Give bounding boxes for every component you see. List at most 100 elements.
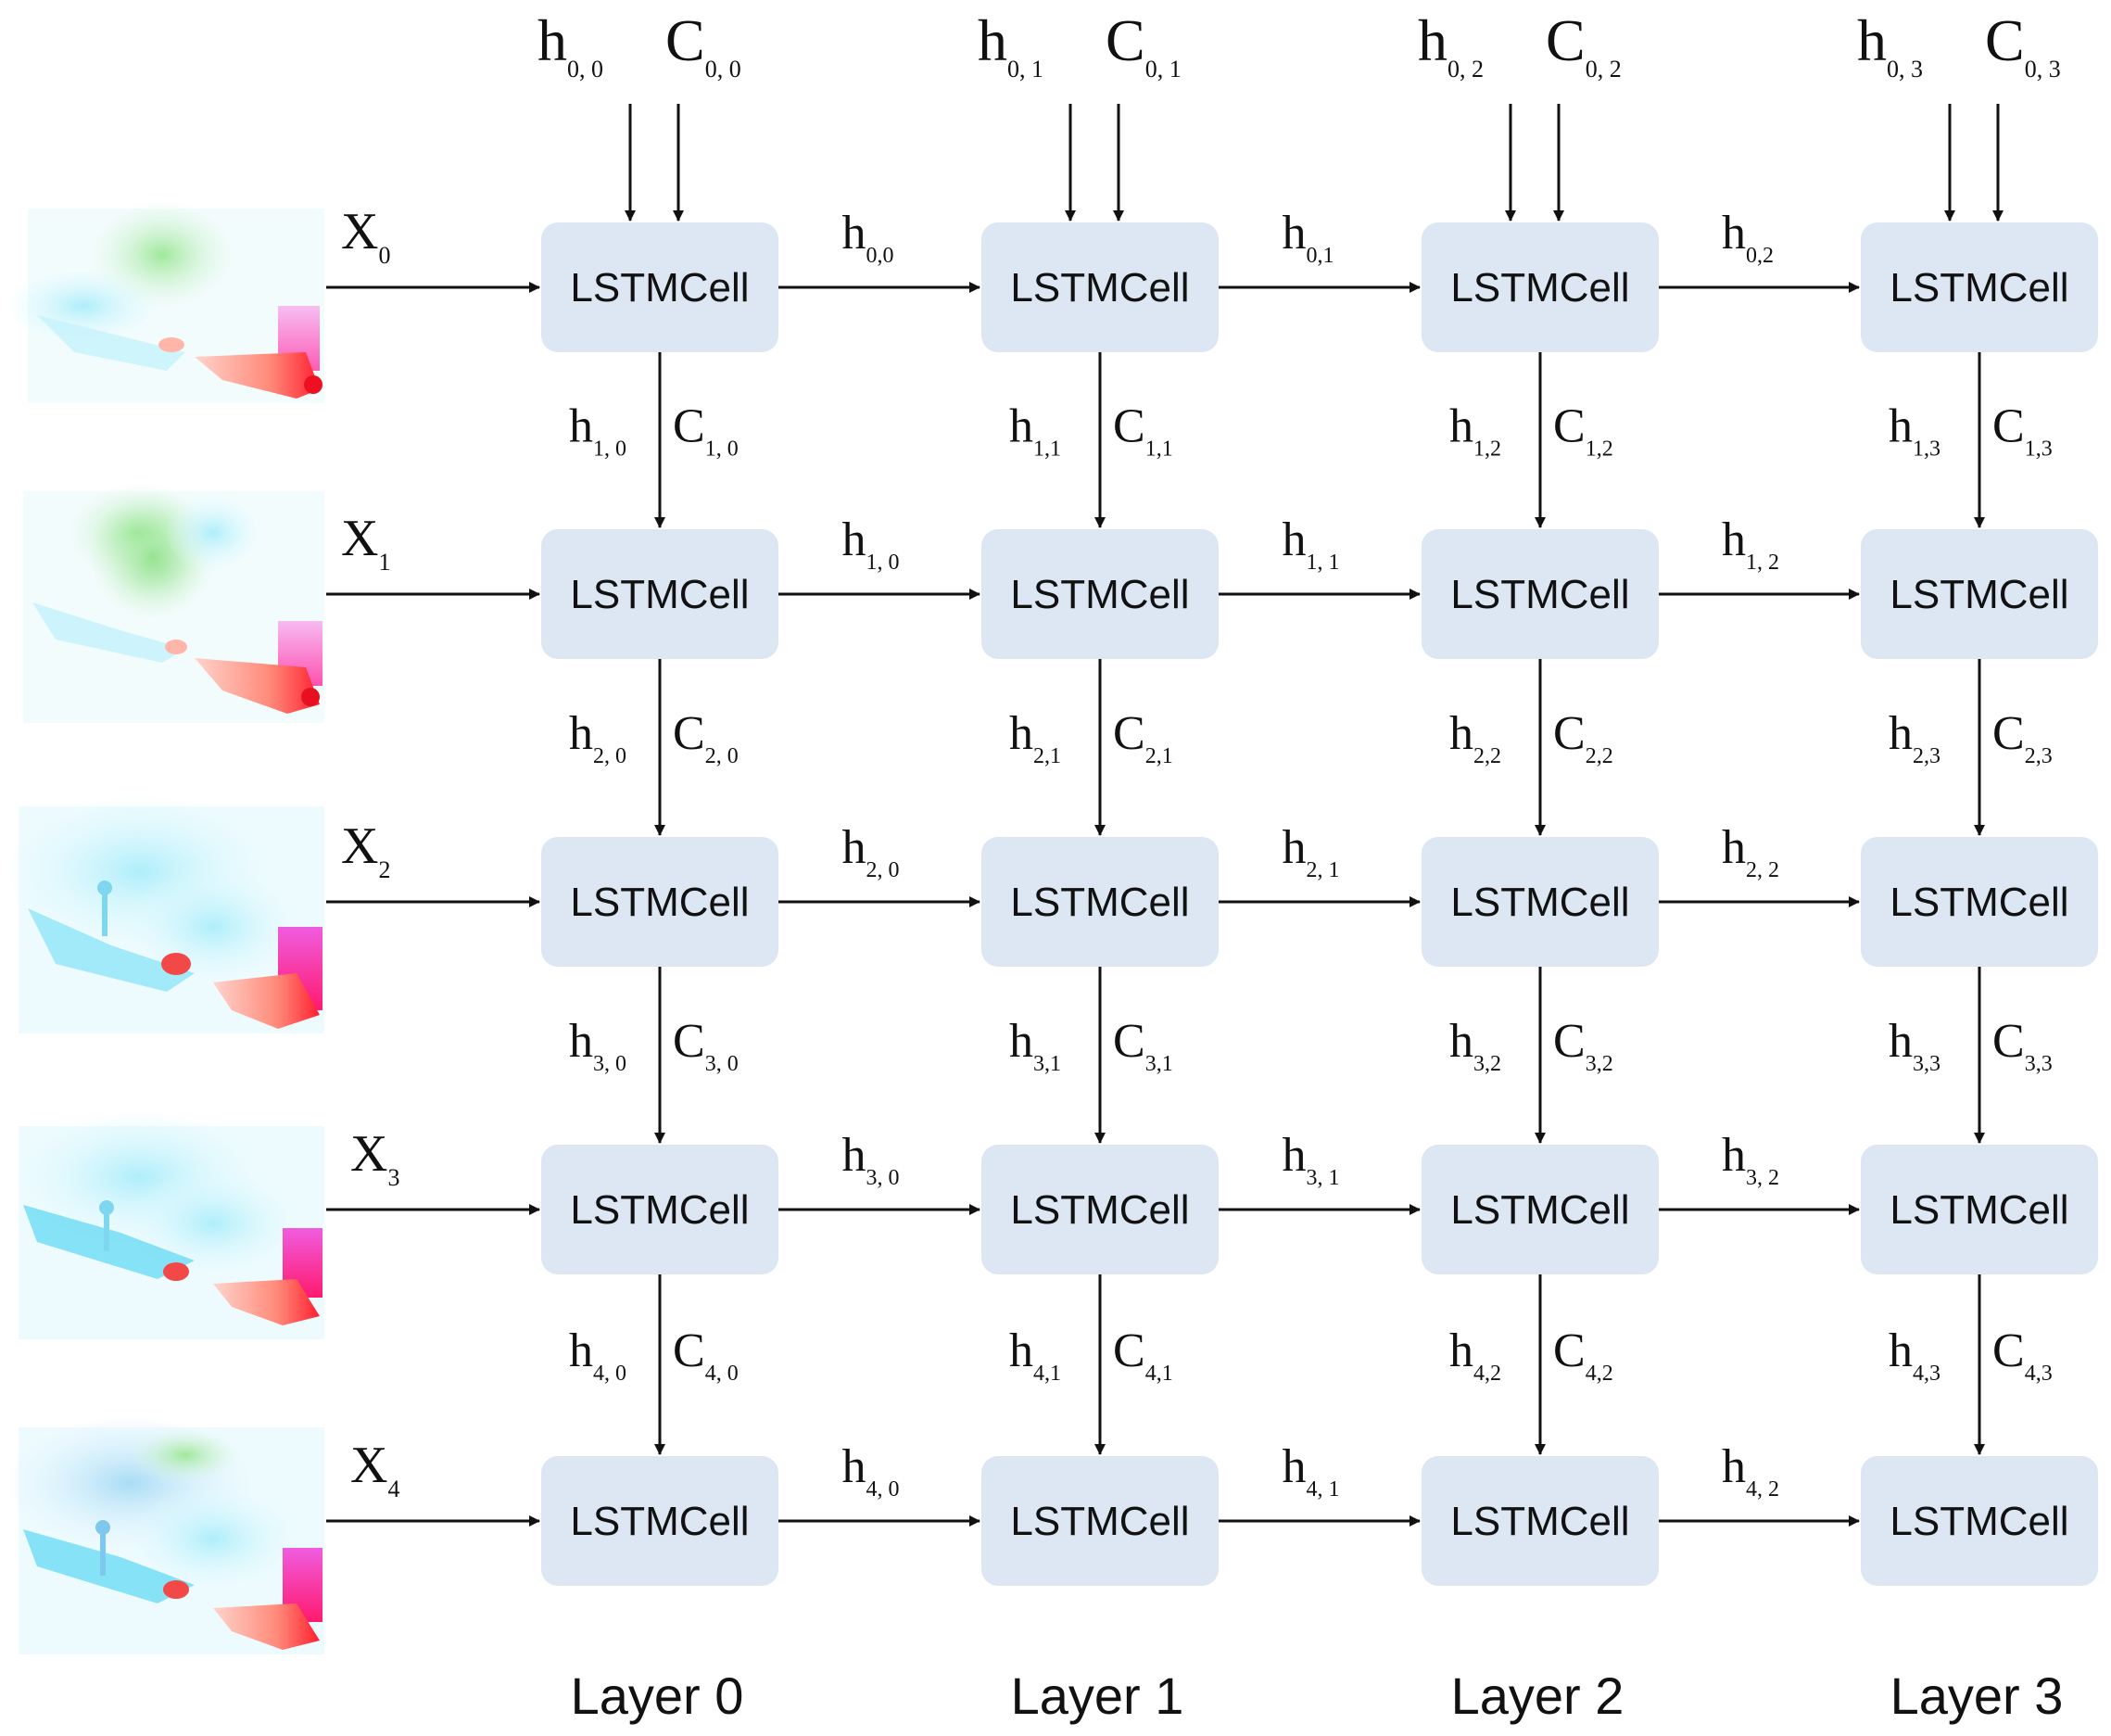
input-thumbnail-3 xyxy=(19,1112,324,1339)
vertical-c-label-r0-c2-symbol: C xyxy=(1553,400,1586,453)
vertical-h-label-r3-c0-subscript: 4, 0 xyxy=(593,1362,626,1386)
vertical-h-label-r0-c2-symbol: h xyxy=(1449,400,1473,453)
cell-box xyxy=(1861,529,2098,659)
cell-box xyxy=(981,222,1219,352)
hidden-label-r4-c1-subscript: 4, 1 xyxy=(1307,1477,1340,1502)
vertical-h-label-r1-c2-subscript: 2,2 xyxy=(1473,744,1501,768)
vertical-c-label-r0-c2: C1,2 xyxy=(1553,400,1613,462)
vertical-c-label-r2-c1: C3,1 xyxy=(1113,1015,1173,1076)
lstm-cell-r2-c1: LSTMCell xyxy=(981,837,1219,967)
cell-label: LSTMCell xyxy=(570,1187,749,1233)
vertical-h-label-r3-c3: h4,3 xyxy=(1889,1324,1940,1386)
init-h-label-3: h0, 3 xyxy=(1857,7,1923,82)
input-label-x3-subscript: 3 xyxy=(387,1164,399,1191)
lstm-cell-r3-c0: LSTMCell xyxy=(541,1145,778,1274)
input-label-x0-symbol: X xyxy=(341,203,378,260)
vertical-c-label-r0-c2-subscript: 1,2 xyxy=(1586,437,1613,462)
lstm-cell-r1-c0: LSTMCell xyxy=(541,529,778,659)
vertical-c-label-r2-c3-symbol: C xyxy=(1992,1015,2025,1068)
vertical-c-label-r0-c0-symbol: C xyxy=(673,400,705,453)
hidden-label-r2-c1-symbol: h xyxy=(1283,821,1307,874)
vertical-c-label-r1-c1-subscript: 2,1 xyxy=(1145,744,1173,768)
vertical-c-label-r1-c0: C2, 0 xyxy=(673,707,739,768)
hidden-label-r4-c2-subscript: 4, 2 xyxy=(1746,1477,1779,1502)
vertical-c-label-r3-c1-symbol: C xyxy=(1113,1324,1145,1377)
lstm-cell-r3-c3: LSTMCell xyxy=(1861,1145,2098,1274)
lstm-cell-r4-c0: LSTMCell xyxy=(541,1456,778,1586)
input-label-x3-symbol: X xyxy=(350,1125,387,1183)
hidden-label-r3-c2: h3, 2 xyxy=(1722,1129,1779,1190)
hidden-label-r4-c0-subscript: 4, 0 xyxy=(866,1477,900,1502)
lstm-cell-r0-c0: LSTMCell xyxy=(541,222,778,352)
hidden-label-r1-c1: h1, 1 xyxy=(1283,513,1340,575)
vertical-c-label-r2-c2: C3,2 xyxy=(1553,1015,1613,1076)
cell-label: LSTMCell xyxy=(1450,265,1629,310)
vertical-h-label-r2-c1-symbol: h xyxy=(1009,1015,1033,1068)
input-label-x4: X4 xyxy=(350,1437,399,1502)
cell-box xyxy=(1422,529,1659,659)
vertical-c-label-r1-c3-symbol: C xyxy=(1992,707,2025,760)
vertical-c-label-r3-c0-subscript: 4, 0 xyxy=(705,1362,739,1386)
init-h-label-1: h0, 1 xyxy=(978,7,1043,82)
vertical-c-label-r1-c1-symbol: C xyxy=(1113,707,1145,760)
lstm-cell-r1-c2: LSTMCell xyxy=(1422,529,1659,659)
vertical-c-label-r1-c3: C2,3 xyxy=(1992,707,2053,768)
vertical-c-label-r1-c3-subscript: 2,3 xyxy=(2025,744,2053,768)
input-label-x0: X0 xyxy=(341,203,390,269)
vertical-c-label-r2-c3-subscript: 3,3 xyxy=(2025,1052,2053,1076)
cell-label: LSTMCell xyxy=(1890,1499,2068,1544)
vertical-h-label-r3-c0: h4, 0 xyxy=(569,1324,626,1386)
cell-label: LSTMCell xyxy=(1890,265,2068,310)
cell-label: LSTMCell xyxy=(570,1499,749,1544)
input-label-x1-symbol: X xyxy=(341,510,378,567)
vertical-c-label-r3-c3-symbol: C xyxy=(1992,1324,2025,1377)
hidden-label-r1-c2-subscript: 1, 2 xyxy=(1746,551,1779,575)
hidden-label-r3-c0-subscript: 3, 0 xyxy=(866,1166,900,1190)
lstm-cell-r0-c2: LSTMCell xyxy=(1422,222,1659,352)
vertical-h-label-r2-c1-subscript: 3,1 xyxy=(1033,1052,1061,1076)
vertical-h-label-r0-c0-symbol: h xyxy=(569,400,593,453)
init-h-label-2-symbol: h xyxy=(1418,7,1447,73)
init-c-label-3-symbol: C xyxy=(1985,7,2025,73)
cell-label: LSTMCell xyxy=(1890,880,2068,925)
vertical-c-label-r0-c3-symbol: C xyxy=(1992,400,2025,453)
hidden-label-r2-c0-symbol: h xyxy=(842,821,866,874)
vertical-h-label-r2-c1: h3,1 xyxy=(1009,1015,1061,1076)
hidden-label-r1-c0-symbol: h xyxy=(842,513,866,566)
init-h-label-3-symbol: h xyxy=(1857,7,1887,73)
hidden-label-r3-c0-symbol: h xyxy=(842,1129,866,1182)
vertical-h-label-r3-c3-symbol: h xyxy=(1889,1324,1913,1377)
vertical-h-label-r2-c0: h3, 0 xyxy=(569,1015,626,1076)
init-c-label-1: C0, 1 xyxy=(1106,7,1182,82)
init-c-label-2-subscript: 0, 2 xyxy=(1586,56,1622,82)
init-h-label-1-symbol: h xyxy=(978,7,1007,73)
input-label-x2: X2 xyxy=(341,817,390,883)
cell-label: LSTMCell xyxy=(570,572,749,617)
hidden-label-r0-c0-subscript: 0,0 xyxy=(866,244,894,268)
cell-box xyxy=(541,837,778,967)
vertical-c-label-r3-c2: C4,2 xyxy=(1553,1324,1613,1386)
vertical-c-label-r3-c2-subscript: 4,2 xyxy=(1586,1362,1613,1386)
cell-label: LSTMCell xyxy=(1010,1187,1189,1233)
vertical-h-label-r3-c2-symbol: h xyxy=(1449,1324,1473,1377)
vertical-c-label-r0-c1-symbol: C xyxy=(1113,400,1145,453)
hidden-label-r1-c0-subscript: 1, 0 xyxy=(866,551,900,575)
vertical-h-label-r1-c0-subscript: 2, 0 xyxy=(593,744,626,768)
vertical-h-label-r3-c0-symbol: h xyxy=(569,1324,593,1377)
lstm-cell-r3-c2: LSTMCell xyxy=(1422,1145,1659,1274)
vertical-h-label-r1-c0-symbol: h xyxy=(569,707,593,760)
vertical-h-label-r1-c1-symbol: h xyxy=(1009,707,1033,760)
vertical-h-label-r0-c0: h1, 0 xyxy=(569,400,626,462)
vertical-h-label-r0-c3-subscript: 1,3 xyxy=(1913,437,1940,462)
vertical-c-label-r2-c3: C3,3 xyxy=(1992,1015,2053,1076)
vertical-c-label-r2-c2-subscript: 3,2 xyxy=(1586,1052,1613,1076)
vertical-h-label-r2-c3-symbol: h xyxy=(1889,1015,1913,1068)
vertical-h-label-r0-c1-subscript: 1,1 xyxy=(1033,437,1061,462)
vertical-h-label-r2-c2-subscript: 3,2 xyxy=(1473,1052,1501,1076)
hidden-label-r3-c1-symbol: h xyxy=(1283,1129,1307,1182)
input-label-x2-symbol: X xyxy=(341,817,378,875)
cell-label: LSTMCell xyxy=(1450,572,1629,617)
hidden-label-r3-c0: h3, 0 xyxy=(842,1129,900,1190)
vertical-h-label-r3-c2-subscript: 4,2 xyxy=(1473,1362,1501,1386)
vertical-c-label-r1-c0-symbol: C xyxy=(673,707,705,760)
